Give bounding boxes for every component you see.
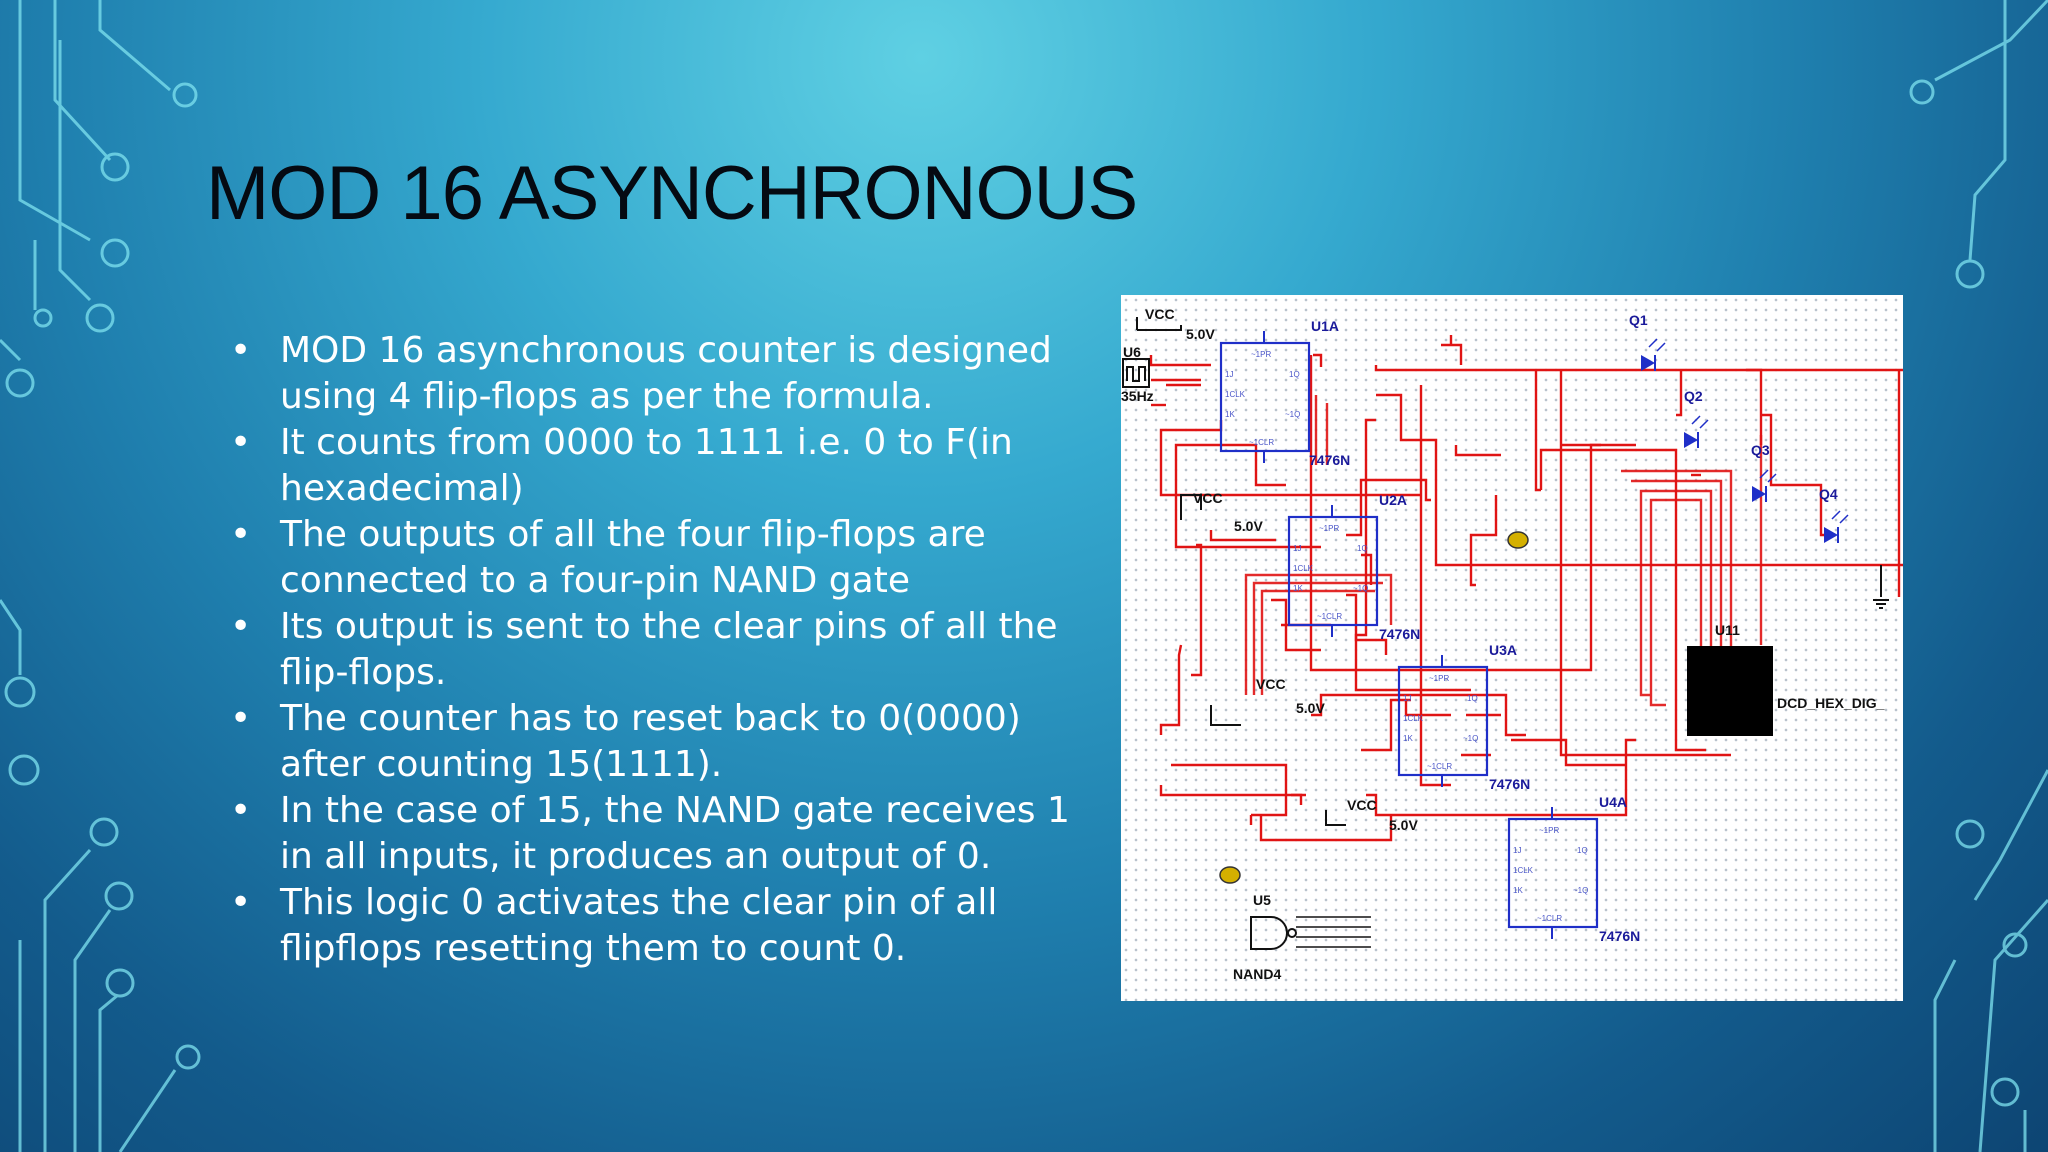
- svg-text:~1CLR: ~1CLR: [1427, 762, 1452, 771]
- svg-text:Q1: Q1: [1629, 312, 1648, 328]
- probe-icon: [1219, 866, 1241, 884]
- svg-text:NAND4: NAND4: [1233, 966, 1281, 982]
- svg-text:~1Q: ~1Q: [1353, 584, 1368, 593]
- svg-text:~1PR: ~1PR: [1251, 350, 1271, 359]
- svg-text:1K: 1K: [1293, 584, 1303, 593]
- svg-text:1Q: 1Q: [1357, 544, 1368, 553]
- svg-text:1K: 1K: [1225, 410, 1235, 419]
- slide-title: MOD 16 ASYNCHRONOUS: [206, 151, 1138, 236]
- svg-text:Q4: Q4: [1819, 486, 1838, 502]
- svg-text:~1Q: ~1Q: [1463, 734, 1478, 743]
- svg-text:~1PR: ~1PR: [1539, 826, 1559, 835]
- bullet-item: In the case of 15, the NAND gate receive…: [230, 788, 1100, 880]
- vcc-label: VCC: [1145, 306, 1175, 322]
- voltage-label: 5.0V: [1389, 817, 1418, 833]
- svg-text:1J: 1J: [1225, 370, 1233, 379]
- chip-part: 7476N: [1599, 928, 1640, 944]
- chip-ref: U2A: [1379, 492, 1407, 508]
- chip-part: 7476N: [1489, 776, 1530, 792]
- vcc-label: VCC: [1193, 490, 1223, 506]
- svg-text:1CLK: 1CLK: [1403, 714, 1424, 723]
- schematic-wires: [1149, 335, 1903, 842]
- svg-text:~1CLR: ~1CLR: [1537, 914, 1562, 923]
- svg-text:1K: 1K: [1403, 734, 1413, 743]
- svg-text:1Q: 1Q: [1577, 846, 1588, 855]
- led-icon: Q2: [1684, 388, 1709, 448]
- vcc-label: VCC: [1256, 676, 1286, 692]
- clock-source-icon: U6 35Hz: [1121, 344, 1154, 404]
- svg-text:1CLK: 1CLK: [1513, 866, 1534, 875]
- svg-text:~1CLR: ~1CLR: [1249, 438, 1274, 447]
- svg-text:1J: 1J: [1513, 846, 1521, 855]
- svg-text:U5: U5: [1253, 892, 1271, 908]
- chip-part: 7476N: [1309, 452, 1350, 468]
- svg-text:Q3: Q3: [1751, 442, 1770, 458]
- svg-text:U11: U11: [1715, 622, 1740, 638]
- bullet-item: It counts from 0000 to 1111 i.e. 0 to F(…: [230, 420, 1100, 512]
- led-icon: Q3: [1751, 442, 1777, 502]
- bullet-list: MOD 16 asynchronous counter is designed …: [230, 328, 1100, 972]
- svg-text:~1Q: ~1Q: [1285, 410, 1300, 419]
- bullet-item: The outputs of all the four flip-flops a…: [230, 512, 1100, 604]
- led-icon: Q1: [1629, 312, 1666, 371]
- probe-icon: [1507, 531, 1529, 549]
- bullet-item: Its output is sent to the clear pins of …: [230, 604, 1100, 696]
- chip-ref: U1A: [1311, 318, 1339, 334]
- vcc-label: VCC: [1347, 797, 1377, 813]
- clock-frequency: 35Hz: [1121, 388, 1154, 404]
- led-icon: Q4: [1819, 486, 1849, 543]
- svg-text:1J: 1J: [1403, 694, 1411, 703]
- chip-part: 7476N: [1379, 626, 1420, 642]
- svg-text:1K: 1K: [1513, 886, 1523, 895]
- svg-text:~1Q: ~1Q: [1573, 886, 1588, 895]
- svg-text:1Q: 1Q: [1289, 370, 1300, 379]
- nand-gate: U5 NAND4: [1233, 892, 1371, 982]
- flip-flop-u2a: ~1PR 1J 1CLK 1K ~1CLR 1Q ~1Q U2A 7476N: [1287, 492, 1420, 642]
- svg-text:~1PR: ~1PR: [1319, 524, 1339, 533]
- circuit-schematic-image: U6 35Hz VCC 5.0V VCC 5.0V VCC 5.0V VCC 5…: [1121, 295, 1903, 1001]
- svg-text:~1PR: ~1PR: [1429, 674, 1449, 683]
- svg-text:Q2: Q2: [1684, 388, 1703, 404]
- flip-flop-u1a: ~1PR 1J 1CLK 1K ~1CLR 1Q ~1Q U1A 7476N: [1219, 318, 1350, 468]
- svg-text:1CLK: 1CLK: [1293, 564, 1314, 573]
- chip-ref: U3A: [1489, 642, 1517, 658]
- voltage-label: 5.0V: [1234, 518, 1263, 534]
- voltage-label: 5.0V: [1186, 326, 1215, 342]
- svg-text:1J: 1J: [1293, 544, 1301, 553]
- flip-flop-u4a: ~1PR 1J 1CLK 1K ~1CLR 1Q ~1Q U4A 7476N: [1507, 794, 1640, 944]
- svg-text:1CLK: 1CLK: [1225, 390, 1246, 399]
- svg-text:DCD_HEX_DIG_: DCD_HEX_DIG_: [1777, 695, 1885, 711]
- bullet-item: The counter has to reset back to 0(0000)…: [230, 696, 1100, 788]
- hex-display: U11 DCD_HEX_DIG_: [1687, 622, 1885, 736]
- flip-flop-u3a: ~1PR 1J 1CLK 1K ~1CLR 1Q ~1Q U3A 7476N: [1397, 642, 1530, 792]
- voltage-label: 5.0V: [1296, 700, 1325, 716]
- svg-text:1Q: 1Q: [1467, 694, 1478, 703]
- svg-text:~1CLR: ~1CLR: [1317, 612, 1342, 621]
- bullet-item: MOD 16 asynchronous counter is designed …: [230, 328, 1100, 420]
- clock-label: U6: [1123, 344, 1141, 360]
- chip-ref: U4A: [1599, 794, 1627, 810]
- bullet-item: This logic 0 activates the clear pin of …: [230, 880, 1100, 972]
